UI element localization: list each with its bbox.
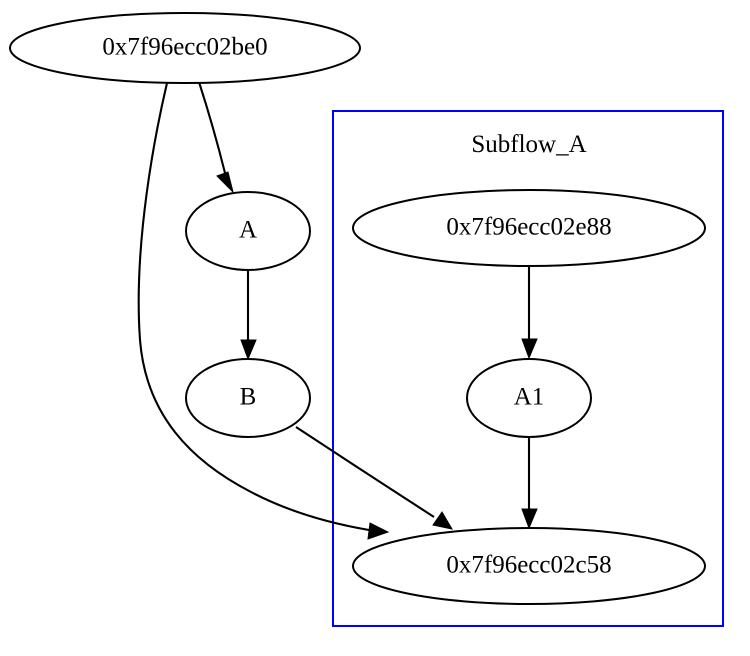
node-0x7f96ecc02e88-shape[interactable] (352, 189, 706, 267)
edge-b-to-c58 (295, 426, 454, 530)
edge-be0-to-a-line (198, 81, 227, 174)
node-a1-shape[interactable] (466, 358, 592, 438)
node-0x7f96ecc02c58-shape[interactable] (352, 527, 706, 605)
node-0x7f96ecc02e88[interactable]: 0x7f96ecc02e88 (352, 189, 706, 267)
node-b-label: B (240, 384, 257, 411)
edge-e88-to-a1 (521, 266, 538, 360)
node-0x7f96ecc02c58-label: 0x7f96ecc02c58 (446, 552, 611, 579)
node-a-shape[interactable] (185, 191, 311, 271)
edge-a1-to-c58 (521, 437, 538, 530)
node-a1[interactable]: A1 (466, 358, 592, 438)
edge-a1-to-c58-arrowhead (521, 508, 538, 530)
edge-be0-to-a (198, 81, 234, 194)
cluster-subflow-a-border (332, 110, 724, 627)
node-b[interactable]: B (185, 358, 311, 438)
node-0x7f96ecc02be0[interactable]: 0x7f96ecc02be0 (9, 12, 361, 84)
node-0x7f96ecc02e88-label: 0x7f96ecc02e88 (446, 214, 611, 241)
node-a-label: A (239, 217, 257, 244)
edge-b-to-c58-line (295, 426, 435, 518)
node-0x7f96ecc02c58[interactable]: 0x7f96ecc02c58 (352, 527, 706, 605)
node-a1-label: A1 (514, 384, 545, 411)
edge-a-to-b (240, 270, 257, 361)
edge-be0-to-a-arrowhead (216, 171, 234, 194)
edge-be0-to-c58-line (137, 82, 370, 532)
cluster-subflow-a: Subflow_A (332, 110, 724, 627)
edge-be0-to-c58-arrowhead (367, 522, 390, 540)
cluster-subflow-a-label: Subflow_A (471, 131, 586, 158)
node-a[interactable]: A (185, 191, 311, 271)
edge-a-to-b-arrowhead (240, 339, 257, 361)
node-0x7f96ecc02be0-shape[interactable] (9, 12, 361, 84)
edge-be0-to-c58 (137, 82, 390, 540)
edge-e88-to-a1-arrowhead (521, 338, 538, 360)
node-b-shape[interactable] (185, 358, 311, 438)
node-0x7f96ecc02be0-label: 0x7f96ecc02be0 (102, 34, 267, 61)
edge-b-to-c58-arrowhead (432, 511, 454, 530)
